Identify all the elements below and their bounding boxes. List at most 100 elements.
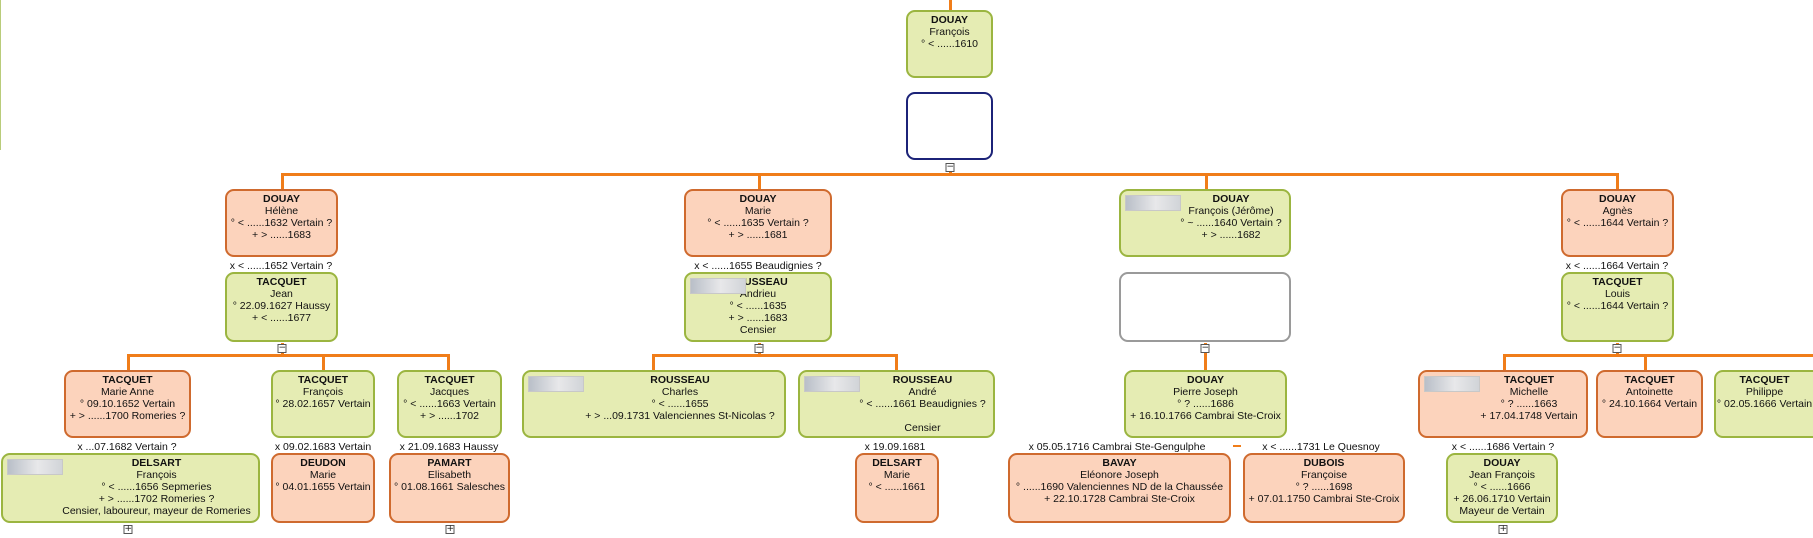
portrait-thumbnail [528,376,584,392]
info-line: + > ......1683 [728,312,788,324]
person-card[interactable]: ROUSSEAU Andrieu ° < ......1635 + > ....… [684,272,832,342]
info-line: + > ......1683 [252,229,311,241]
surname: TACQUET [102,374,153,386]
given-name: Marie [309,469,337,481]
surname: DELSART [131,457,182,469]
info-line: ° < ......1666 [1473,481,1531,493]
person-card[interactable]: TACQUET Philippe ° 02.05.1666 Vertain [1714,370,1813,438]
info-line: + > ......1700 Romeries ? [69,410,186,422]
connector-line [1503,354,1506,370]
surname: TACQUET [424,374,475,386]
connector-line [127,354,450,357]
portrait-thumbnail [690,278,746,294]
collapse-toggle[interactable]: − [1612,343,1622,353]
connector-line [281,173,1618,176]
person-card[interactable]: ROUSSEAU André ° < ......1661 Beaudignie… [798,370,995,438]
info-line: + 22.10.1728 Cambrai Ste-Croix [1044,493,1195,505]
info-line: + > ......1702 Romeries ? [98,493,215,505]
connector-line [1233,445,1241,447]
info-line: ° 28.02.1657 Vertain [275,398,371,410]
surname: TACQUET [298,374,348,386]
collapse-toggle[interactable]: − [945,162,955,172]
given-name: François (Jérôme) [1188,205,1274,217]
person-card[interactable]: DELSART François ° < ......1656 Sepmerie… [1,453,260,523]
person-card[interactable]: DOUAY François (Jérôme) ° ~ ......1640 V… [1119,189,1291,257]
given-name: Charles [661,386,699,398]
surname: TACQUET [1624,374,1675,386]
info-line: ° 02.05.1666 Vertain [1716,398,1813,410]
info-line: Mayeur de Vertain [1459,505,1545,517]
given-name: François [929,26,970,38]
given-name: Jean [270,288,293,300]
person-card[interactable]: DEUDON Marie ° 04.01.1655 Vertain [271,453,375,523]
person-card[interactable]: DOUAY Marie ° < ......1635 Vertain ? + >… [684,189,832,257]
person-card[interactable]: DUBOIS Françoise ° ? ......1698 + 07.01.… [1243,453,1405,523]
collapse-toggle[interactable]: − [277,343,287,353]
empty-spouse-card[interactable] [1119,272,1291,342]
given-name: Agnès [1602,205,1633,217]
person-card[interactable]: DOUAY Agnès ° < ......1644 Vertain ? [1561,189,1674,257]
person-card[interactable]: PAMART Elisabeth ° 01.08.1661 Salesches [389,453,510,523]
person-card[interactable]: TACQUET Louis ° < ......1644 Vertain ? [1561,272,1674,342]
info-line: ° 01.08.1661 Salesches [393,481,506,493]
info-line: + 26.06.1710 Vertain [1453,493,1551,505]
collapse-toggle[interactable]: − [754,343,764,353]
given-name: Eléonore Joseph [1080,469,1159,481]
connector-line [1503,354,1813,357]
empty-spouse-card[interactable] [906,92,993,160]
person-card[interactable]: ROUSSEAU Charles ° < ......1655 + > ...0… [522,370,786,438]
info-line: ° < ......1661 Beaudignies ? [859,398,986,410]
connector-line [1205,173,1208,189]
expand-toggle[interactable]: + [445,524,455,534]
birth-info: ° < ......1610 [920,38,979,50]
given-name: Jean François [1469,469,1535,481]
person-card[interactable]: TACQUET Jean ° 22.09.1627 Haussy + < ...… [225,272,338,342]
person-card[interactable]: DELSART Marie ° < ......1661 [855,453,939,523]
info-line: + > ......1682 [1201,229,1261,241]
surname: TACQUET [256,276,307,288]
person-card[interactable]: TACQUET Jacques ° < ......1663 Vertain +… [397,370,502,438]
surname: PAMART [427,457,472,469]
info-line: + 07.01.1750 Cambrai Ste-Croix [1248,493,1400,505]
info-line: Censier [904,422,941,434]
info-line: ° < ......1661 [868,481,926,493]
person-card[interactable]: TACQUET Michelle ° ? ......1663 + 17.04.… [1418,370,1588,438]
portrait-thumbnail [1424,376,1480,392]
info-line: ° ......1690 Valenciennes ND de la Chaus… [1015,481,1224,493]
expand-toggle[interactable]: + [1498,524,1508,534]
surname: BAVAY [1102,457,1137,469]
surname: DUBOIS [1303,457,1345,469]
given-name: Louis [1604,288,1631,300]
person-card[interactable]: DOUAY François ° < ......1610 [906,10,993,78]
info-line: ° < ......1635 [729,300,787,312]
connector-line [949,0,952,10]
connector-line [652,354,898,357]
info-line [800,410,993,422]
marriage-label: x 21.09.1683 Haussy [399,441,499,453]
person-card[interactable]: BAVAY Eléonore Joseph ° ......1690 Valen… [1008,453,1231,523]
person-card[interactable]: DOUAY Pierre Joseph ° ? ......1686 + 16.… [1124,370,1287,438]
info-line: + 16.10.1766 Cambrai Ste-Croix [1130,410,1281,422]
info-line: ° < ......1663 Vertain [403,398,496,410]
info-line: ° < ......1635 Vertain ? [707,217,809,229]
connector-line [1616,173,1619,189]
surname: ROUSSEAU [650,374,710,386]
surname: DOUAY [1599,193,1636,205]
person-card[interactable]: TACQUET Marie Anne ° 09.10.1652 Vertain … [64,370,191,438]
person-card[interactable]: DOUAY Hélène ° < ......1632 Vertain ? + … [225,189,338,257]
given-name: François [136,469,177,481]
surname: TACQUET [1504,374,1554,386]
person-card[interactable]: TACQUET François ° 28.02.1657 Vertain [271,370,375,438]
info-line: ° < ......1632 Vertain ? [230,217,333,229]
connector-line [758,173,761,189]
expand-toggle[interactable]: + [123,524,133,534]
collapse-toggle[interactable]: − [1200,343,1210,353]
person-card[interactable]: TACQUET Antoinette ° 24.10.1664 Vertain [1596,370,1703,438]
marriage-label: x 09.02.1683 Vertain [274,441,372,453]
connector-line [322,354,325,370]
given-name: Andrieu [739,288,777,300]
info-line: ° 22.09.1627 Haussy [232,300,331,312]
given-name: Antoinette [1625,386,1674,398]
person-card[interactable]: DOUAY Jean François ° < ......1666 + 26.… [1446,453,1558,523]
surname: DOUAY [739,193,777,205]
